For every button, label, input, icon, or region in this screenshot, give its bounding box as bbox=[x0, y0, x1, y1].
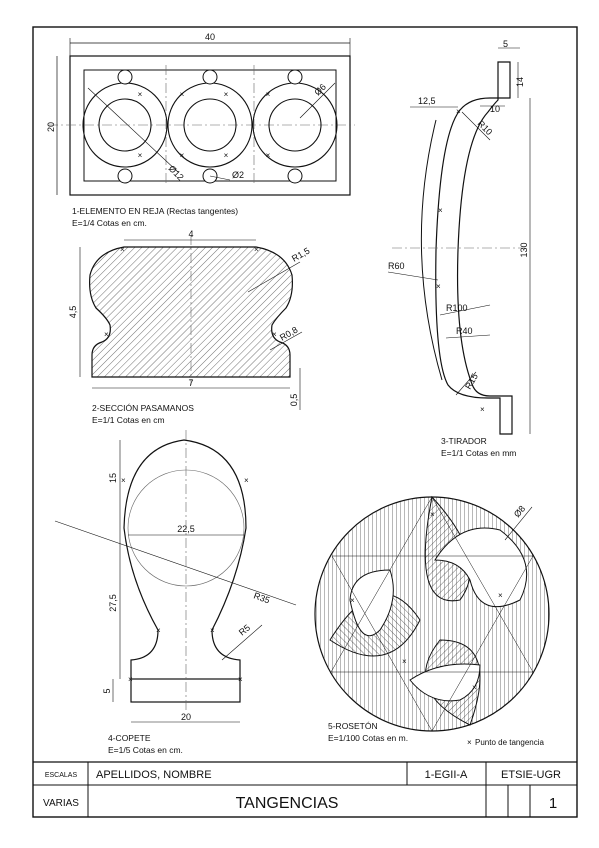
tirador-dim-10: 10 bbox=[490, 104, 500, 114]
svg-text:×: × bbox=[224, 90, 229, 99]
reja-tangent-marks: × × × × × × × × bbox=[138, 90, 271, 160]
drawing-pasamanos: 4 7 4,5 R1,5 R0,8 0,5 × × × × 2-SECCIÓN PA… bbox=[68, 229, 311, 425]
tirador-dim-14: 14 bbox=[515, 77, 525, 87]
pasamanos-dim-top: 4 bbox=[188, 229, 193, 239]
tirador-profile bbox=[435, 61, 513, 435]
svg-text:×: × bbox=[104, 330, 109, 339]
pasamanos-dim-height: 4,5 bbox=[68, 306, 78, 319]
drawing-tirador: 5 14 10 12,5 R10 130 R60 R100 R40 R15 × ×… bbox=[387, 39, 531, 458]
copete-dim-15: 15 bbox=[108, 473, 118, 483]
drawing-reja: × × × × × × × × 40 20 Ø6 Ø12 Ø2 1-ELEMENTO EN … bbox=[46, 32, 355, 228]
svg-text:×: × bbox=[480, 405, 485, 414]
svg-text:×: × bbox=[224, 151, 229, 160]
drawing-copete: 15 22,5 27,5 R35 R5 5 20 ×××××× 4-COPETE… bbox=[54, 430, 297, 755]
pasamanos-dim-r2: R0,8 bbox=[278, 325, 299, 343]
tirador-dim-r15: R15 bbox=[463, 372, 480, 391]
legend-tangent-mark: × bbox=[467, 738, 472, 747]
copete-title: 4-COPETE bbox=[108, 733, 151, 743]
reja-inner-frame bbox=[83, 69, 337, 182]
reja-dim-d2: Ø2 bbox=[232, 170, 244, 180]
reja-dim-width: 40 bbox=[205, 32, 215, 42]
reja-scale: E=1/4 Cotas en cm. bbox=[72, 218, 147, 228]
svg-text:×: × bbox=[254, 245, 259, 254]
svg-text:×: × bbox=[180, 151, 185, 160]
title-block-student-name: APELLIDOS, NOMBRE bbox=[96, 769, 212, 781]
tirador-dim-130: 130 bbox=[519, 242, 529, 257]
svg-text:×: × bbox=[402, 657, 407, 666]
copete-scale: E=1/5 Cotas en cm. bbox=[108, 745, 183, 755]
svg-text:×: × bbox=[180, 90, 185, 99]
pasamanos-scale: E=1/1 Cotas en cm bbox=[92, 415, 165, 425]
pasamanos-dim-r1: R1,5 bbox=[290, 246, 311, 264]
title-block bbox=[33, 761, 577, 817]
pasamanos-dim-bottom: 7 bbox=[188, 378, 193, 388]
pasamanos-title: 2-SECCIÓN PASAMANOS bbox=[92, 403, 194, 413]
svg-text:×: × bbox=[128, 675, 133, 684]
title-block-sheet-number: 1 bbox=[549, 795, 557, 812]
reja-dim-d12: Ø12 bbox=[167, 163, 186, 182]
svg-text:×: × bbox=[272, 330, 277, 339]
copete-dim-20: 20 bbox=[181, 712, 191, 722]
svg-text:×: × bbox=[210, 626, 215, 635]
svg-text:×: × bbox=[430, 510, 435, 519]
copete-dim-22-5: 22,5 bbox=[177, 524, 195, 534]
reja-dim-height: 20 bbox=[46, 122, 56, 132]
pasamanos-dim-base: 0,5 bbox=[289, 394, 299, 407]
svg-text:×: × bbox=[138, 151, 143, 160]
roseton-title: 5-ROSETÓN bbox=[328, 721, 378, 731]
svg-text:×: × bbox=[120, 245, 125, 254]
copete-dim-27-5: 27,5 bbox=[108, 594, 118, 612]
tirador-dim-r60: R60 bbox=[388, 261, 405, 271]
legend-tangent-text: Punto de tangencia bbox=[475, 738, 544, 747]
svg-text:×: × bbox=[121, 476, 126, 485]
svg-text:×: × bbox=[438, 206, 443, 215]
tirador-dim-r40: R40 bbox=[456, 326, 473, 336]
title-block-title: TANGENCIAS bbox=[236, 795, 339, 812]
copete-dim-r35: R35 bbox=[252, 590, 271, 605]
svg-text:×: × bbox=[350, 596, 355, 605]
tirador-dim-r100: R100 bbox=[446, 303, 468, 313]
tirador-dim-r10: R10 bbox=[476, 118, 495, 137]
svg-text:×: × bbox=[436, 282, 441, 291]
copete-dim-5: 5 bbox=[102, 688, 112, 693]
copete-profile bbox=[123, 439, 247, 679]
tirador-dim-12-5: 12,5 bbox=[418, 96, 436, 106]
roseton-dim-d8: Ø8 bbox=[512, 504, 527, 520]
reja-small-circles bbox=[117, 69, 303, 184]
svg-text:×: × bbox=[238, 675, 243, 684]
title-block-scale-value: VARIAS bbox=[43, 798, 79, 809]
title-block-school: ETSIE-UGR bbox=[501, 769, 561, 781]
svg-text:×: × bbox=[156, 626, 161, 635]
reja-dim-d6: Ø6 bbox=[312, 82, 328, 98]
tirador-dim-5: 5 bbox=[503, 39, 508, 49]
svg-text:×: × bbox=[472, 683, 477, 692]
reja-title: 1-ELEMENTO EN REJA (Rectas tangentes) bbox=[72, 206, 238, 216]
svg-text:×: × bbox=[266, 151, 271, 160]
title-block-scales-label: ESCALAS bbox=[45, 772, 78, 779]
svg-text:×: × bbox=[498, 591, 503, 600]
sheet-border bbox=[32, 26, 578, 818]
drawing-roseton: Ø8 × × × × × 5-ROSETÓN E=1/100 Cotas en m. bbox=[314, 495, 550, 743]
reja-outer-frame bbox=[69, 55, 351, 196]
svg-text:×: × bbox=[138, 90, 143, 99]
roseton-scale: E=1/100 Cotas en m. bbox=[328, 733, 408, 743]
tirador-title: 3-TIRADOR bbox=[441, 436, 487, 446]
tirador-scale: E=1/1 Cotas en mm bbox=[441, 448, 516, 458]
svg-text:×: × bbox=[456, 107, 461, 116]
title-block-group: 1-EGII-A bbox=[425, 769, 468, 781]
svg-text:×: × bbox=[244, 476, 249, 485]
copete-base bbox=[130, 678, 241, 703]
svg-text:×: × bbox=[266, 90, 271, 99]
